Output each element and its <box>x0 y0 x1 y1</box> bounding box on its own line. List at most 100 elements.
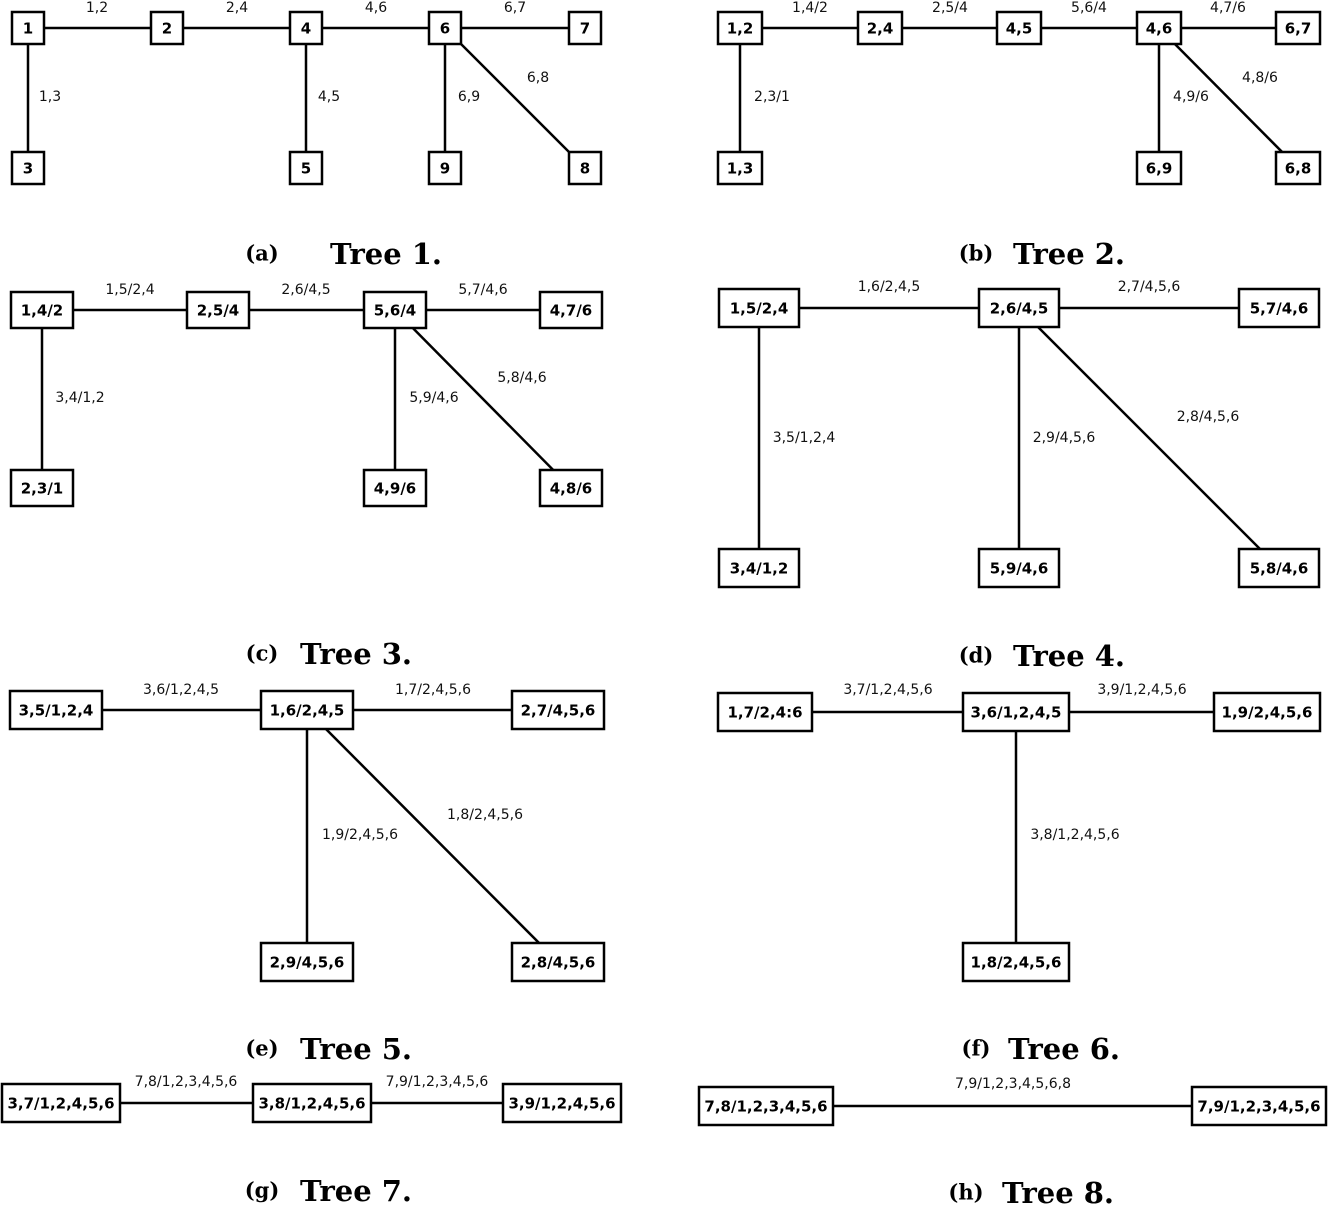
node-box <box>510 689 606 731</box>
edge-label: 2,5/4 <box>932 0 968 16</box>
node-label: 3,7/1,2,4,5,6 <box>7 1095 114 1113</box>
node-box <box>961 941 1071 983</box>
tree-node: 3,7/1,2,4,5,6 <box>0 1082 122 1124</box>
node-label: 5,7/4,6 <box>1250 300 1309 318</box>
node-label: 4,7/6 <box>550 302 593 320</box>
node-label: 4,8/6 <box>550 480 593 498</box>
edge-label: 1,3 <box>39 89 61 105</box>
edge-label: 6,8 <box>527 70 549 86</box>
edge-label: 4,7/6 <box>1210 0 1246 16</box>
node-label: 3,4/1,2 <box>730 560 789 578</box>
node-box <box>362 290 428 330</box>
edge-label: 2,7/4,5,6 <box>1118 279 1181 295</box>
tree-node: 1,5/2,4 <box>717 287 801 329</box>
node-label: 6 <box>440 20 450 38</box>
edge-label: 3,6/1,2,4,5 <box>143 682 219 698</box>
edge-label: 7,9/1,2,3,4,5,6 <box>386 1074 489 1090</box>
node-label: 1,8/2,4,5,6 <box>971 954 1062 972</box>
panel-caption-title: Tree 2. <box>1013 237 1125 271</box>
tree-node: 1,6/2,4,5 <box>259 689 355 731</box>
tree-node: 3,8/1,2,4,5,6 <box>251 1082 373 1124</box>
panel-caption-letter: (f) <box>962 1036 991 1061</box>
node-box <box>149 10 185 46</box>
tree-node: 4 <box>288 10 324 46</box>
node-label: 1,6/2,4,5 <box>270 702 345 720</box>
edge-label: 2,4 <box>226 0 248 16</box>
node-label: 4,9/6 <box>374 480 417 498</box>
node-box <box>717 287 801 329</box>
node-label: 4,6 <box>1146 20 1173 38</box>
tree-node: 3,9/1,2,4,5,6 <box>501 1082 623 1124</box>
node-box <box>1274 10 1322 46</box>
tree-panel-7: 7,8/1,2,3,4,5,6 7,9/1,2,3,4,5,6 3,7/1,2,4,… <box>0 1074 623 1208</box>
node-label: 4,5 <box>1006 20 1033 38</box>
tree-node: 2,9/4,5,6 <box>259 941 355 983</box>
node-label: 5 <box>301 160 311 178</box>
node-box <box>977 547 1061 589</box>
panel-caption-title: Tree 1. <box>330 237 442 271</box>
node-label: 1,7/2,4:6 <box>727 704 802 722</box>
node-box <box>10 10 46 46</box>
tree-node: 3 <box>10 150 46 186</box>
tree-node: 6 <box>427 10 463 46</box>
tree-node: 7 <box>567 10 603 46</box>
node-label: 6,8 <box>1285 160 1312 178</box>
edge-label: 3,7/1,2,4,5,6 <box>843 682 932 698</box>
node-label: 3 <box>23 160 33 178</box>
tree-node: 1,3 <box>716 150 764 186</box>
panel-caption-title: Tree 4. <box>1013 639 1125 673</box>
node-label: 6,7 <box>1285 20 1312 38</box>
node-label: 5,6/4 <box>374 302 417 320</box>
tree-node: 5 <box>288 150 324 186</box>
panel-caption-title: Tree 3. <box>300 637 412 671</box>
tree-node: 1,7/2,4:6 <box>716 691 814 733</box>
tree-node: 3,5/1,2,4 <box>8 689 104 731</box>
tree-node: 5,6/4 <box>362 290 428 330</box>
tree-node: 4,8/6 <box>538 468 604 508</box>
edge-label: 1,8/2,4,5,6 <box>447 807 523 823</box>
node-box <box>9 290 75 330</box>
tree-node: 5,9/4,6 <box>977 547 1061 589</box>
panel-caption-title: Tree 7. <box>300 1174 412 1208</box>
tree-node: 4,9/6 <box>362 468 428 508</box>
node-label: 5,8/4,6 <box>1250 560 1309 578</box>
node-box <box>362 468 428 508</box>
edge-label: 3,9/1,2,4,5,6 <box>1097 682 1186 698</box>
node-label: 1,5/2,4 <box>730 300 789 318</box>
node-label: 2,9/4,5,6 <box>270 954 345 972</box>
tree-node: 2,4 <box>856 10 904 46</box>
edge-label: 7,8/1,2,3,4,5,6 <box>135 1074 238 1090</box>
node-label: 5,9/4,6 <box>990 560 1049 578</box>
node-box <box>1135 150 1183 186</box>
edge-label: 1,2 <box>86 0 108 16</box>
node-box <box>259 941 355 983</box>
node-box <box>716 691 814 733</box>
node-label: 2,8/4,5,6 <box>521 954 596 972</box>
node-box <box>1135 10 1183 46</box>
panel-caption-letter: (a) <box>245 241 278 266</box>
edge-label: 4,5 <box>318 89 340 105</box>
panel-caption-letter: (d) <box>959 643 994 668</box>
edge-label: 5,7/4,6 <box>458 282 507 298</box>
edge-label: 7,9/1,2,3,4,5,6,8 <box>955 1076 1071 1092</box>
tree-node: 3,6/1,2,4,5 <box>961 691 1071 733</box>
edge-label: 3,5/1,2,4 <box>773 430 836 446</box>
edge-label: 4,9/6 <box>1173 89 1209 105</box>
node-box <box>185 290 251 330</box>
panel-caption-letter: (b) <box>959 241 994 266</box>
node-box <box>716 150 764 186</box>
edge-label: 6,9 <box>458 89 480 105</box>
node-box <box>538 290 604 330</box>
tree-node: 7,8/1,2,3,4,5,6 <box>697 1085 835 1127</box>
tree-node: 2 <box>149 10 185 46</box>
tree-node: 1,4/2 <box>9 290 75 330</box>
edge-label: 1,9/2,4,5,6 <box>322 827 398 843</box>
node-box <box>251 1082 373 1124</box>
tree-edge <box>306 709 559 963</box>
node-box <box>259 689 355 731</box>
edge-label: 1,5/2,4 <box>105 282 154 298</box>
node-box <box>9 468 75 508</box>
